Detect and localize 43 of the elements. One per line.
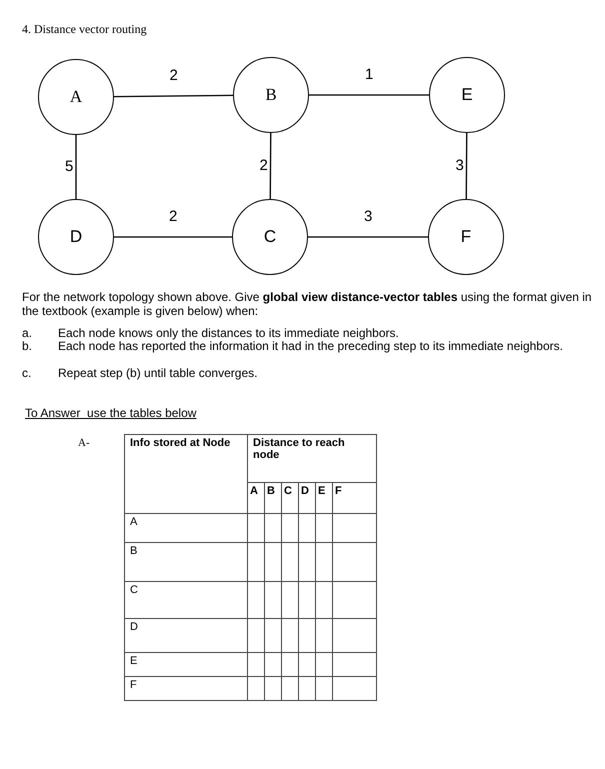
node-label: E	[461, 85, 473, 105]
table-header-cell: Info stored at Node	[124, 434, 248, 514]
node-label: D	[70, 227, 82, 247]
column-header-cell: A	[248, 482, 264, 514]
row-header-cell: C	[124, 582, 248, 618]
link-line	[114, 236, 232, 238]
row-header-cell: A	[124, 514, 248, 542]
node-circle	[429, 57, 505, 133]
list-marker: a.	[22, 326, 34, 340]
column-header-cell: B	[264, 482, 282, 514]
link-line	[114, 94, 233, 98]
node-circle	[233, 57, 309, 133]
row-header-cell: B	[124, 542, 248, 582]
row-header-cell: D	[124, 618, 248, 652]
list-item-text: Each node has reported the information it had in the preceding step to its immediate neighbors.	[58, 339, 563, 353]
node-label: A	[70, 87, 82, 107]
node-label: C	[264, 227, 276, 247]
column-header-cell: C	[282, 482, 298, 514]
link-line	[309, 94, 429, 96]
node-label: B	[265, 85, 277, 105]
column-header-cell: D	[298, 482, 316, 514]
node-circle	[38, 59, 114, 135]
link-line	[75, 135, 77, 199]
table-label: A-	[78, 437, 90, 449]
row-header-cell: F	[124, 676, 248, 700]
node-label: F	[460, 227, 472, 247]
heading: 4. Distance vector routing	[22, 22, 147, 37]
list-item-text: Each node knows only the distances to its immediate neighbors.	[58, 326, 399, 340]
link-line	[466, 133, 468, 199]
column-header-cell: E	[316, 482, 332, 514]
node-circle	[428, 199, 504, 275]
instruction-link-text: To Answer use the tables below	[25, 406, 196, 420]
table-header-cell: Distance to reach node	[248, 434, 376, 482]
list-marker: c.	[22, 366, 32, 380]
link-line	[270, 133, 272, 199]
instruction-paragraph: For the network topology shown above. Give global view distance-vector tables using the format given in the textbook (example is given below) when:	[22, 290, 592, 318]
column-header-cell: F	[332, 482, 376, 514]
node-circle	[232, 199, 308, 275]
node-circle	[38, 199, 114, 275]
link-line	[308, 236, 428, 238]
list-item-text: Repeat step (b) until table converges.	[58, 366, 258, 380]
row-header-cell: E	[124, 652, 248, 676]
list-marker: b.	[22, 339, 34, 353]
